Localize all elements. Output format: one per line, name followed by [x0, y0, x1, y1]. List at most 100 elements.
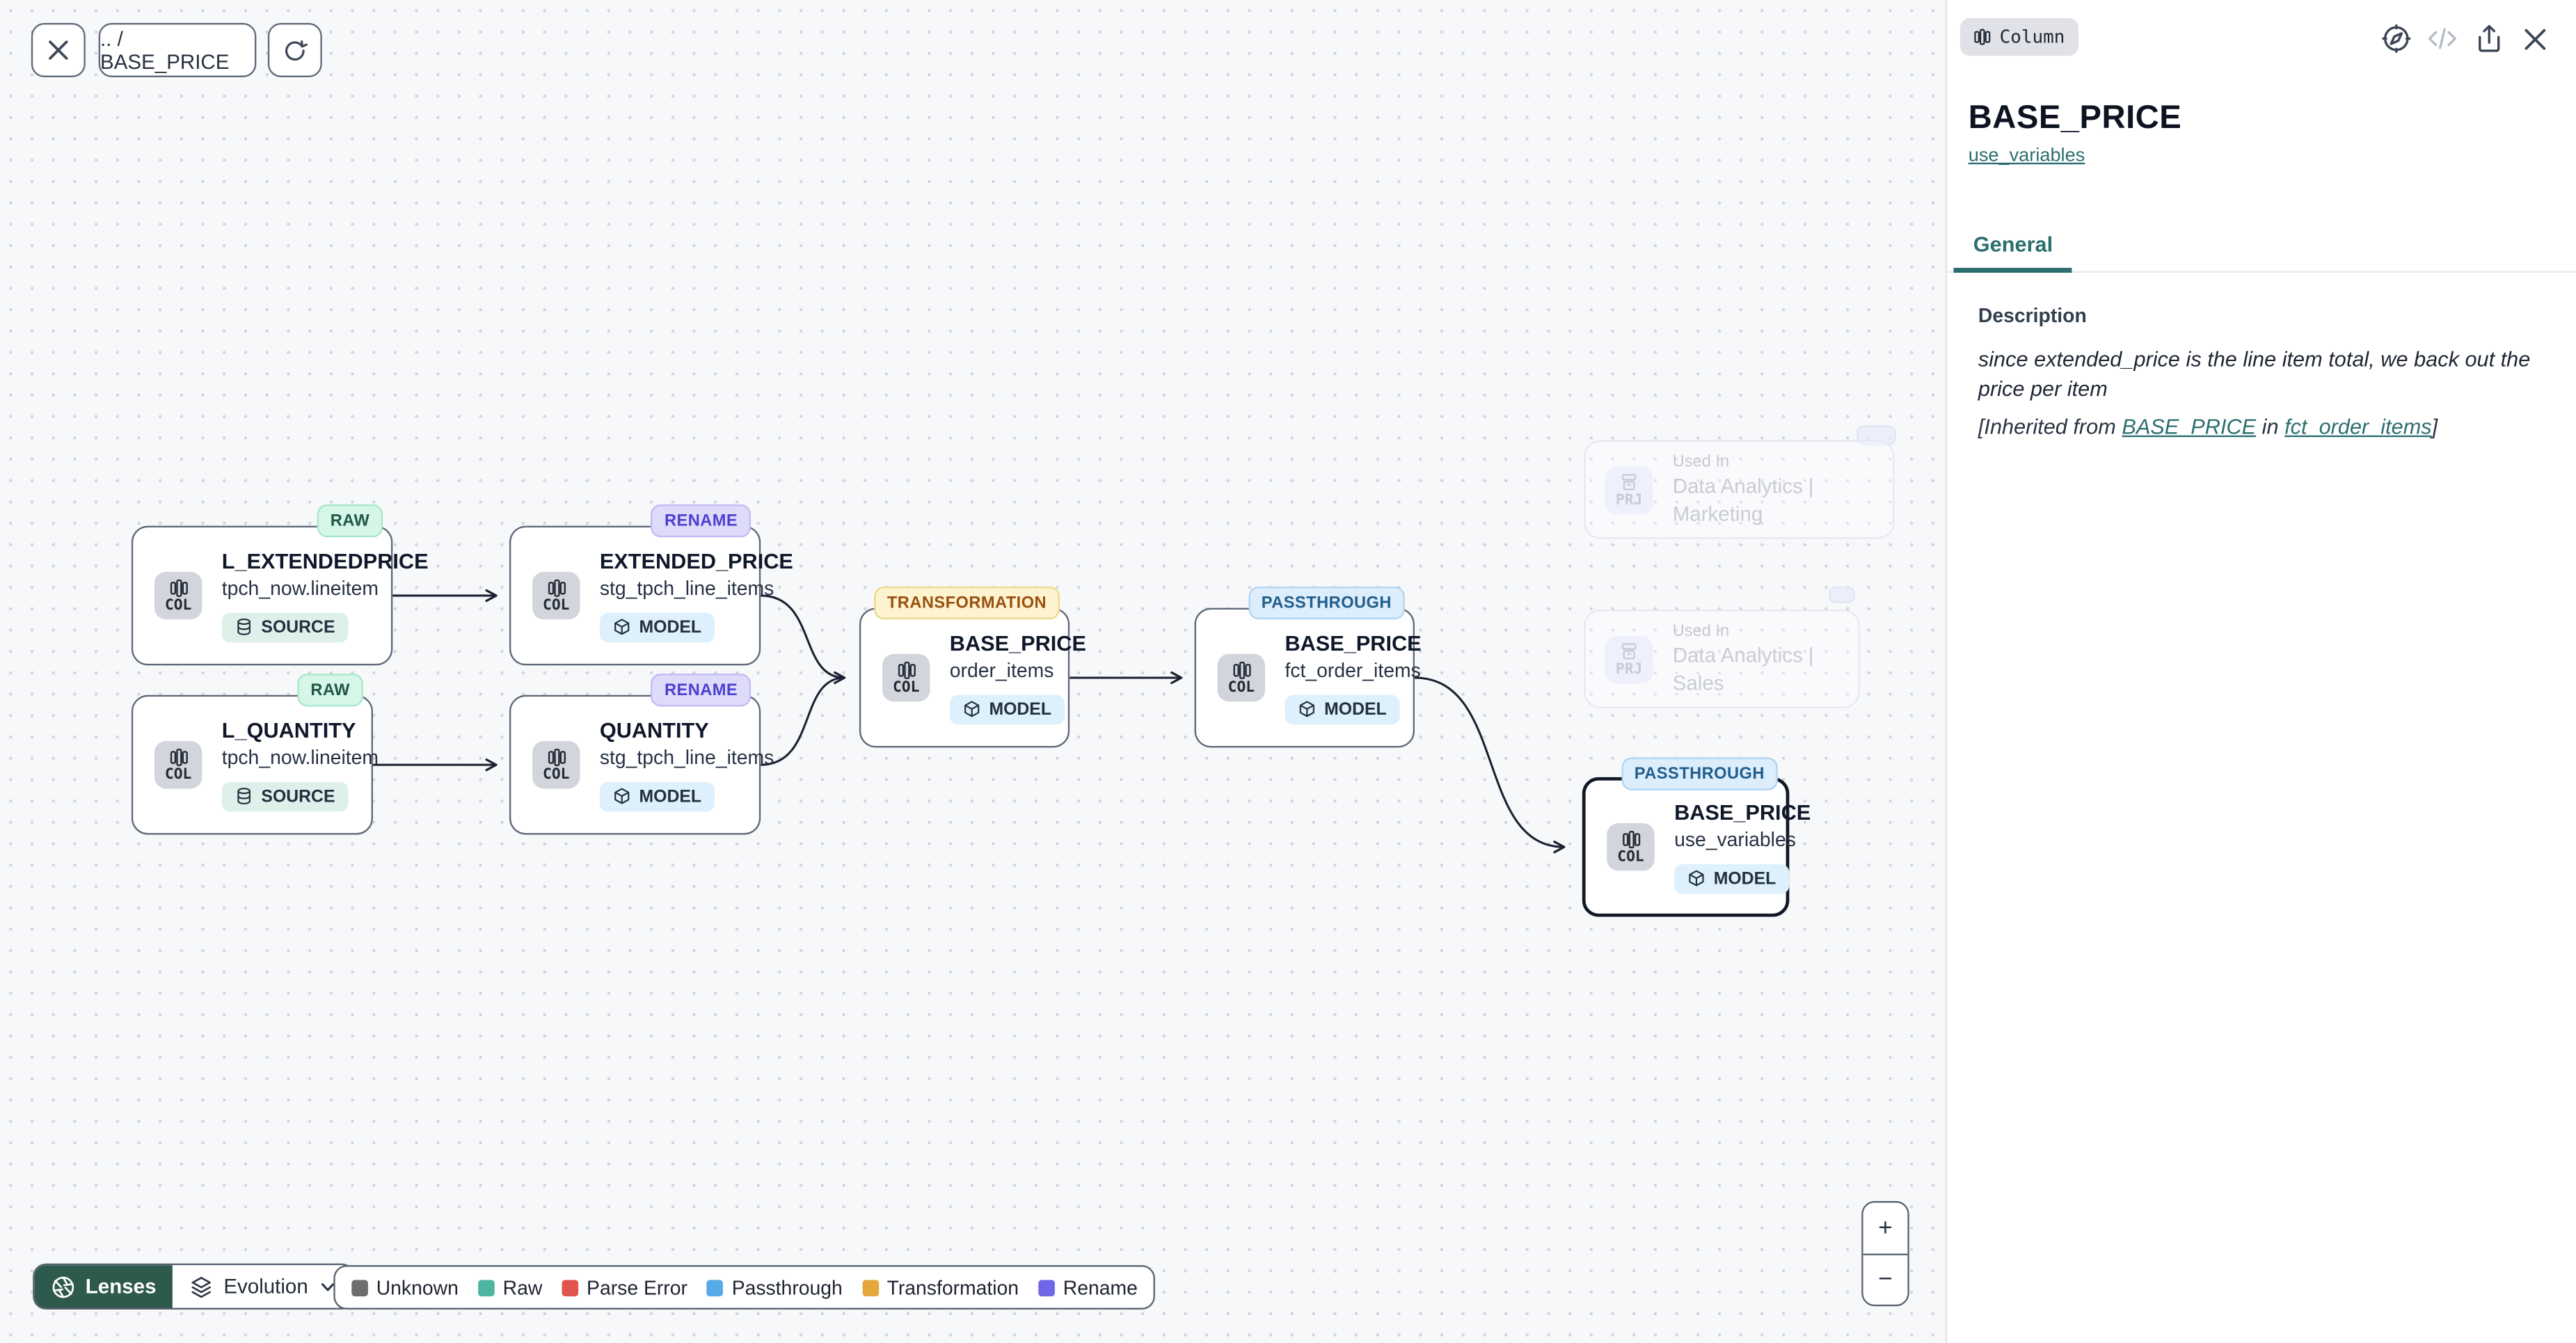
compass-icon	[2382, 24, 2411, 54]
cube-icon	[1689, 871, 1704, 887]
model-link[interactable]: use_variables	[1968, 146, 2085, 166]
zoom-out-button[interactable]: −	[1863, 1254, 1908, 1305]
node-title: BASE_PRICE	[1674, 800, 1811, 825]
legend-item-transformation: Transformation	[862, 1276, 1019, 1299]
node-subtitle: tpch_now.lineitem	[221, 746, 379, 770]
columns-icon	[1232, 660, 1250, 678]
node-title: L_EXTENDEDPRICE	[221, 548, 429, 574]
evolution-badge-raw: RAW	[317, 504, 383, 538]
zoom-in-button[interactable]: +	[1863, 1202, 1908, 1255]
project-type-chip: PRJ	[1605, 466, 1653, 514]
node-l-quantity[interactable]: RAW COL L_QUANTITY tpch_now.lineitem SOU…	[131, 674, 379, 835]
legend-swatch	[862, 1279, 879, 1296]
columns-icon	[169, 578, 187, 596]
evolution-badge-passthrough: PASSTHROUGH	[1248, 586, 1405, 620]
column-type-chip: COL	[154, 740, 202, 789]
faded-badge	[1857, 425, 1896, 445]
project-type-chip: PRJ	[1605, 635, 1653, 683]
column-type-chip: COL	[882, 653, 930, 702]
model-chip: MODEL	[949, 694, 1065, 725]
node-title: EXTENDED_PRICE	[599, 548, 793, 574]
inherited-column-link[interactable]: BASE_PRICE	[2122, 414, 2257, 439]
columns-icon	[547, 578, 565, 596]
columns-icon	[547, 747, 565, 765]
cube-icon	[614, 788, 630, 805]
breadcrumb-label: .. / BASE_PRICE	[100, 26, 230, 74]
refresh-button[interactable]	[267, 23, 322, 77]
detail-panel: Column BASE_PRICE use_variables General …	[1945, 0, 2576, 1343]
layers-icon	[191, 1276, 212, 1297]
used-in-value: Data Analytics | Sales	[1672, 643, 1814, 694]
node-subtitle: use_variables	[1674, 828, 1796, 852]
node-base-price-fct-order-items[interactable]: PASSTHROUGH COL BASE_PRICE fct_order_ite…	[1194, 586, 1422, 748]
cube-icon	[964, 701, 980, 718]
panel-tabs: General	[1947, 220, 2576, 273]
column-type-chip: COL	[1607, 823, 1655, 871]
description-body: since extended_price is the line item to…	[1978, 347, 2531, 401]
close-panel-button[interactable]	[2519, 23, 2550, 54]
database-icon	[237, 619, 251, 636]
close-lineage-button[interactable]	[31, 23, 86, 77]
project-icon	[1621, 473, 1637, 490]
breadcrumb[interactable]: .. / BASE_PRICE	[98, 23, 257, 77]
legend-swatch	[707, 1279, 724, 1296]
lenses-button[interactable]: Lenses	[34, 1265, 173, 1308]
cube-icon	[614, 619, 630, 636]
columns-icon	[169, 747, 187, 765]
close-icon	[49, 40, 68, 60]
entity-type-badge: Column	[1959, 17, 2078, 56]
database-icon	[237, 788, 251, 805]
source-chip: SOURCE	[221, 781, 349, 812]
share-button[interactable]	[2473, 23, 2504, 54]
close-icon	[2524, 28, 2545, 49]
used-in-label: Used In	[1672, 622, 1730, 640]
node-base-price-use-variables-selected[interactable]: PASSTHROUGH COL BASE_PRICE use_variables…	[1582, 757, 1811, 917]
evolution-legend: Unknown Raw Parse Error Passthrough Tran…	[333, 1265, 1156, 1310]
columns-icon	[1621, 829, 1640, 848]
explore-compass-button[interactable]	[2380, 23, 2412, 54]
evolution-badge-transformation: TRANSFORMATION	[874, 586, 1060, 620]
column-type-chip: COL	[154, 571, 202, 620]
column-type-chip: COL	[532, 740, 580, 789]
tab-general[interactable]: General	[1953, 220, 2073, 273]
column-type-chip: COL	[532, 571, 580, 620]
columns-icon	[897, 660, 915, 678]
legend-item-unknown: Unknown	[351, 1276, 459, 1299]
legend-swatch	[562, 1279, 579, 1296]
node-l-extendedprice[interactable]: RAW COL L_EXTENDEDPRICE tpch_now.lineite…	[131, 504, 429, 666]
model-chip: MODEL	[599, 781, 715, 812]
evolution-badge-rename: RENAME	[651, 504, 752, 538]
panel-title: BASE_PRICE	[1968, 100, 2182, 136]
node-quantity[interactable]: RENAME COL QUANTITY stg_tpch_line_items …	[509, 674, 774, 835]
aperture-icon	[52, 1276, 74, 1298]
description-inherited: [Inherited from BASE_PRICE in fct_order_…	[1978, 414, 2438, 439]
faded-badge	[1829, 586, 1855, 603]
lens-selector[interactable]: Evolution	[173, 1265, 353, 1308]
node-extended-price[interactable]: RENAME COL EXTENDED_PRICE stg_tpch_line_…	[509, 504, 793, 666]
panel-actions	[2380, 23, 2550, 54]
legend-item-parse-error: Parse Error	[562, 1276, 687, 1299]
zoom-controls: + −	[1861, 1201, 1909, 1307]
lenses-control: Lenses Evolution	[33, 1263, 354, 1310]
chevron-down-icon	[320, 1282, 334, 1291]
node-used-in-marketing[interactable]: PRJ Used In Data Analytics | Marketing	[1584, 440, 1895, 539]
legend-item-rename: Rename	[1038, 1276, 1138, 1299]
node-base-price-order-items[interactable]: TRANSFORMATION COL BASE_PRICE order_item…	[859, 586, 1086, 748]
columns-icon	[1974, 29, 1991, 45]
inherited-model-link[interactable]: fct_order_items	[2284, 414, 2432, 439]
node-subtitle: tpch_now.lineitem	[221, 577, 379, 601]
node-subtitle: fct_order_items	[1285, 659, 1421, 683]
cube-icon	[1299, 701, 1314, 718]
legend-swatch	[478, 1279, 495, 1296]
node-subtitle: stg_tpch_line_items	[599, 577, 774, 601]
legend-swatch	[1038, 1279, 1056, 1296]
node-used-in-sales[interactable]: PRJ Used In Data Analytics | Sales	[1584, 610, 1860, 708]
column-type-chip: COL	[1217, 653, 1266, 702]
legend-item-raw: Raw	[478, 1276, 542, 1299]
legend-swatch	[351, 1279, 368, 1296]
used-in-label: Used In	[1672, 452, 1730, 471]
evolution-badge-raw: RAW	[297, 674, 363, 707]
code-icon	[2428, 28, 2456, 49]
evolution-badge-passthrough: PASSTHROUGH	[1621, 757, 1778, 790]
